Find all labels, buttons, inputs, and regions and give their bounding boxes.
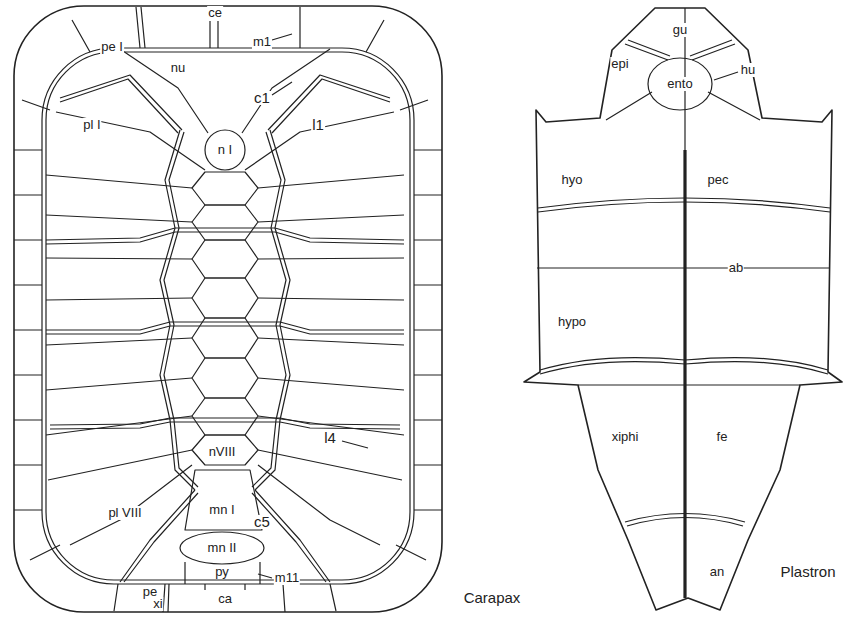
part-label: pl VIII <box>107 506 142 520</box>
part-label: l4 <box>323 431 337 445</box>
part-label: ce <box>207 6 223 20</box>
figure-caption: Carapax <box>463 590 522 606</box>
part-label: n I <box>217 143 233 157</box>
part-label: xiphi <box>611 430 640 444</box>
part-label: hypo <box>557 315 587 329</box>
part-label: pl I <box>82 118 101 132</box>
carapace-drawing <box>14 6 442 612</box>
part-label: py <box>214 565 230 579</box>
part-label: ca <box>217 592 233 606</box>
part-label: gu <box>672 23 688 37</box>
part-label: pec <box>707 173 730 187</box>
part-label: ab <box>728 261 744 275</box>
part-label: hu <box>740 63 756 77</box>
figure-caption: Plastron <box>779 564 836 580</box>
part-label: l1 <box>311 118 325 132</box>
part-label: an <box>709 565 725 579</box>
part-label: c1 <box>253 91 271 105</box>
part-label: nVIII <box>208 445 237 459</box>
part-label: mn I <box>208 503 235 517</box>
part-label: mn II <box>207 541 238 555</box>
part-label: epi <box>610 57 629 71</box>
part-label: ento <box>666 77 693 91</box>
part-label: hyo <box>561 173 584 187</box>
part-label: fe <box>716 430 729 444</box>
plastron-drawing <box>524 8 842 610</box>
part-label: pe I <box>100 40 124 54</box>
part-label: c5 <box>253 515 271 529</box>
part-label: nu <box>170 61 186 75</box>
part-label: m11 <box>274 571 300 585</box>
part-label: xi <box>152 597 163 611</box>
part-label: m1 <box>252 35 272 49</box>
